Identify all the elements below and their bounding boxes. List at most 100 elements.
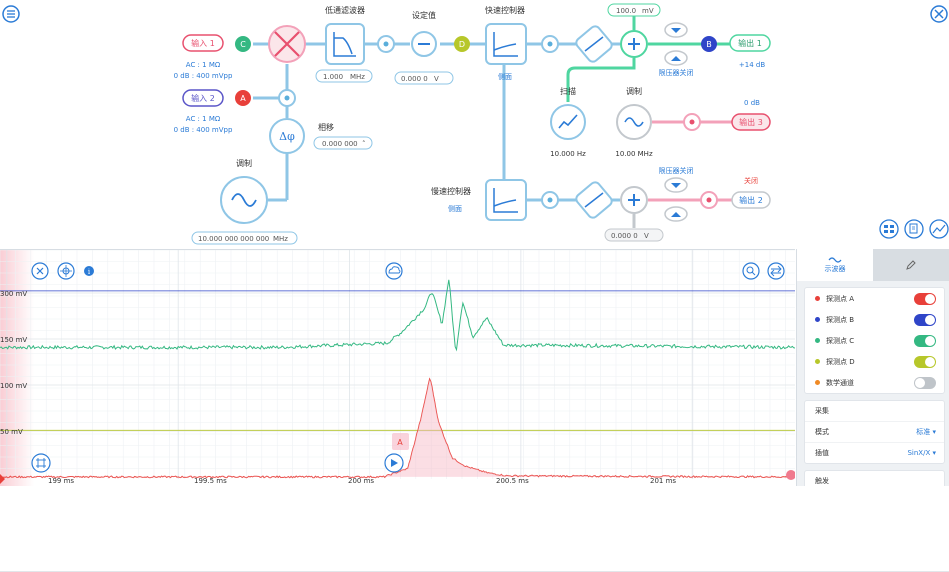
crosshair-icon[interactable]	[31, 453, 51, 473]
mixer-icon[interactable]	[268, 25, 306, 63]
node-dot[interactable]	[541, 35, 559, 53]
sum-bottom-block[interactable]	[620, 186, 648, 214]
mode-select[interactable]: 标准 ▾	[916, 428, 936, 436]
slow-controller-block[interactable]	[485, 179, 527, 221]
svg-text:输入 2: 输入 2	[191, 93, 215, 103]
trigger-level-tag[interactable]: A	[392, 433, 409, 450]
sum-top-block[interactable]	[620, 30, 648, 58]
math-channel-toggle[interactable]	[914, 376, 936, 389]
autoscale-icon[interactable]	[57, 262, 75, 280]
output-1-gain[interactable]: +14 dB	[739, 61, 765, 69]
tab-edit[interactable]	[873, 249, 949, 281]
output-1-button[interactable]: 输出 1	[729, 34, 771, 52]
probe-c-tag: C	[235, 36, 251, 52]
probe-a-tag: A	[235, 90, 251, 106]
node-dot[interactable]	[278, 89, 296, 107]
limiter-top-status[interactable]: 限压器关闭	[659, 68, 694, 77]
fast-gain-block[interactable]	[574, 24, 613, 63]
channel-dot	[815, 338, 820, 343]
channel-c-toggle[interactable]	[914, 334, 936, 347]
svg-text:A: A	[397, 438, 403, 447]
setpoint-input[interactable]: 0.000 0 V	[394, 71, 454, 85]
node-dot[interactable]	[541, 191, 559, 209]
channel-row: 探测点 B	[805, 309, 944, 330]
phase-input[interactable]: 0.000 000 ˄	[313, 136, 373, 150]
menu-icon[interactable]	[2, 5, 20, 23]
channel-d-toggle[interactable]	[914, 355, 936, 368]
close-tool-icon[interactable]	[930, 5, 948, 23]
input-2-range[interactable]: 0 dB : 400 mVpp	[174, 126, 233, 134]
fast-controller-side[interactable]: 侧面	[498, 72, 512, 81]
output-3-button[interactable]: 输出 3	[731, 113, 771, 131]
input-1-button[interactable]: 输入 1	[182, 34, 224, 52]
signal-a-trace	[0, 377, 795, 479]
notes-icon[interactable]	[904, 219, 924, 239]
lowpass-filter-block[interactable]	[325, 23, 365, 65]
interpolation-select[interactable]: SinX/X ▾	[907, 449, 936, 457]
channel-row: 探测点 C	[805, 330, 944, 351]
slow-gain-block[interactable]	[574, 180, 613, 219]
tab-oscilloscope[interactable]: 示波器	[797, 249, 873, 281]
lowpass-cutoff-input[interactable]: 1.000 MHz	[315, 69, 373, 83]
channel-name: 数学通道	[826, 378, 854, 387]
output-2-button[interactable]: 输出 2	[731, 191, 771, 209]
node-dot-pink[interactable]	[700, 191, 718, 209]
probe-d-tag: D	[454, 36, 470, 52]
sweep-generator[interactable]	[550, 104, 586, 140]
node-dot-pink[interactable]	[683, 113, 701, 131]
right-edge-marker[interactable]	[786, 470, 795, 480]
output-3-gain[interactable]: 0 dB	[744, 99, 760, 107]
channel-a-toggle[interactable]	[914, 292, 936, 305]
info-icon[interactable]: i	[84, 266, 94, 276]
cloud-export-icon[interactable]	[385, 262, 403, 280]
offset-bottom-input[interactable]: 0.000 0 V	[604, 228, 664, 242]
limiter-bottom-status[interactable]: 限压器关闭	[659, 166, 694, 175]
fast-controller-block[interactable]	[485, 23, 527, 65]
modulation-frequency-input[interactable]: 10.000 000 000 000 MHz	[191, 231, 298, 245]
channel-row: 探测点 A	[805, 288, 944, 309]
sweep-frequency[interactable]: 10.000 Hz	[550, 150, 586, 158]
channel-dot	[815, 317, 820, 322]
limiter-bottom-up-icon[interactable]	[664, 206, 688, 222]
lowpass-title: 低通滤波器	[325, 5, 365, 15]
svg-text:输出 3: 输出 3	[739, 117, 763, 127]
x-label: 200 ms	[348, 477, 374, 485]
channel-b-toggle[interactable]	[914, 313, 936, 326]
grid-view-icon[interactable]	[879, 219, 899, 239]
chart-view-icon[interactable]	[929, 219, 949, 239]
subtract-block[interactable]	[411, 31, 437, 57]
input-1-coupling[interactable]: AC : 1 MΩ	[186, 61, 221, 69]
setpoint-title: 设定值	[412, 10, 436, 20]
input-1-range[interactable]: 0 dB : 400 mVpp	[174, 72, 233, 80]
series-layer	[0, 279, 795, 479]
offset-top-input[interactable]: 100.0 mV	[607, 3, 661, 17]
limiter-bottom-down-icon[interactable]	[664, 177, 688, 193]
zoom-icon[interactable]	[742, 262, 760, 280]
sweep-title: 扫描	[560, 86, 576, 96]
modulation-title: 调制	[236, 158, 252, 168]
input-2-coupling[interactable]: AC : 1 MΩ	[186, 115, 221, 123]
trigger-holdoff-region	[0, 250, 34, 486]
left-edge-marker[interactable]	[0, 474, 5, 484]
modulation-oscillator[interactable]	[220, 176, 268, 224]
fit-icon[interactable]	[767, 262, 785, 280]
svg-text:V: V	[434, 75, 439, 83]
x-label: 199.5 ms	[194, 477, 227, 485]
oscilloscope-plot[interactable]: i 300 mV 150 mV 100 mV 50 mV 199 ms 199.…	[0, 250, 795, 486]
grid-minor	[0, 250, 795, 479]
limiter-top-up-icon[interactable]	[664, 50, 688, 66]
limiter-top-down-icon[interactable]	[664, 22, 688, 38]
clear-icon[interactable]	[31, 262, 49, 280]
input-2-button[interactable]: 输入 2	[182, 89, 224, 107]
modulation-2-oscillator[interactable]	[616, 104, 652, 140]
slow-controller-side[interactable]: 侧面	[448, 204, 462, 213]
channel-row: 探测点 D	[805, 351, 944, 372]
channel-dot	[815, 380, 820, 385]
node-dot[interactable]	[377, 35, 395, 53]
phase-shift-block[interactable]: Δφ	[269, 118, 305, 154]
output-2-status[interactable]: 关闭	[744, 176, 758, 185]
svg-text:0.000 0: 0.000 0	[611, 232, 638, 240]
trigger-position-icon[interactable]	[384, 453, 404, 473]
slow-controller-title: 慢速控制器	[431, 186, 471, 196]
modulation-2-frequency[interactable]: 10.00 MHz	[615, 150, 653, 158]
